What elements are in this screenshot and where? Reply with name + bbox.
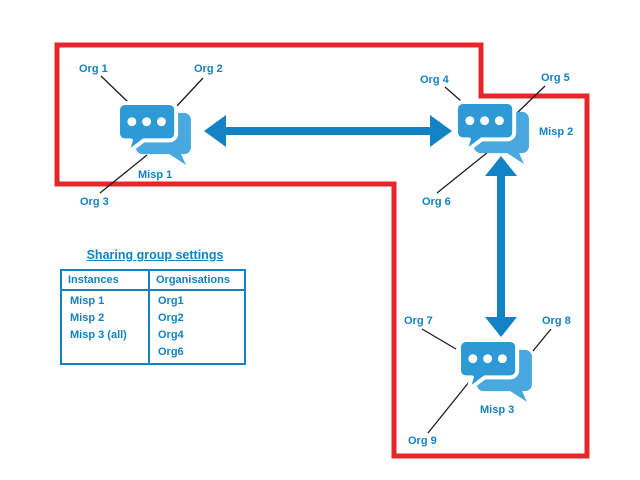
arrow-shaft — [222, 127, 434, 135]
organisation-entry: Org6 — [158, 346, 184, 358]
misp3-label: Misp 3 — [480, 404, 515, 416]
instances-cell: Misp 1 Misp 2 Misp 3 (all) — [60, 289, 150, 365]
org4-label: Org 4 — [420, 74, 449, 86]
sync-arrow-misp2-misp3 — [485, 156, 517, 337]
sharing-group-table: Instances Organisations Misp 1 Misp 2 Mi… — [60, 269, 246, 365]
organisation-entry: Org2 — [158, 312, 184, 324]
organisations-cell: Org1 Org2 Org4 Org6 — [148, 289, 246, 365]
col-header-organisations: Organisations — [148, 269, 246, 291]
arrow-shaft — [497, 172, 505, 321]
arrowhead-down — [485, 317, 517, 337]
misp2-label: Misp 2 — [539, 126, 574, 138]
connector-org1-misp1 — [100, 75, 130, 104]
organisation-entry: Org4 — [158, 329, 184, 341]
connector-org2-misp1 — [175, 77, 204, 108]
org5-label: Org 5 — [541, 72, 570, 84]
org9-label: Org 9 — [408, 435, 437, 447]
arrowhead-up — [485, 156, 517, 176]
arrowhead-left — [204, 115, 226, 147]
org7-label: Org 7 — [404, 315, 433, 327]
connector-org5-misp2 — [516, 85, 546, 114]
instance-entry: Misp 3 (all) — [70, 329, 127, 341]
org6-label: Org 6 — [422, 196, 451, 208]
instance-entry: Misp 1 — [70, 295, 105, 307]
table-body-row: Misp 1 Misp 2 Misp 3 (all) Org1 Org2 Org… — [60, 289, 246, 365]
col-header-instances: Instances — [60, 269, 150, 291]
connector-lines — [99, 75, 552, 434]
connector-org8-misp3 — [532, 328, 552, 352]
sharing-group-boundary-outline — [54, 42, 590, 459]
connector-org3-misp1 — [99, 154, 148, 194]
table-header-row: Instances Organisations — [60, 269, 246, 291]
connector-org7-misp3 — [421, 328, 457, 350]
sharing-group-settings-title: Sharing group settings — [86, 248, 224, 262]
misp1-chat-bubbles-icon — [116, 101, 193, 166]
organisation-entry: Org1 — [158, 295, 184, 307]
connector-org6-misp2 — [436, 151, 489, 194]
misp3-chat-bubbles-icon — [457, 338, 534, 403]
connector-org9-misp3 — [427, 381, 470, 434]
org8-label: Org 8 — [542, 315, 571, 327]
misp2-chat-bubbles-icon — [454, 100, 531, 165]
misp1-label: Misp 1 — [138, 169, 173, 181]
connector-org4-misp2 — [444, 86, 462, 102]
instance-entry: Misp 2 — [70, 312, 105, 324]
org3-label: Org 3 — [80, 196, 109, 208]
sync-arrow-misp1-misp2 — [204, 115, 452, 147]
org1-label: Org 1 — [79, 63, 108, 75]
org2-label: Org 2 — [194, 63, 223, 75]
arrowhead-right — [430, 115, 452, 147]
